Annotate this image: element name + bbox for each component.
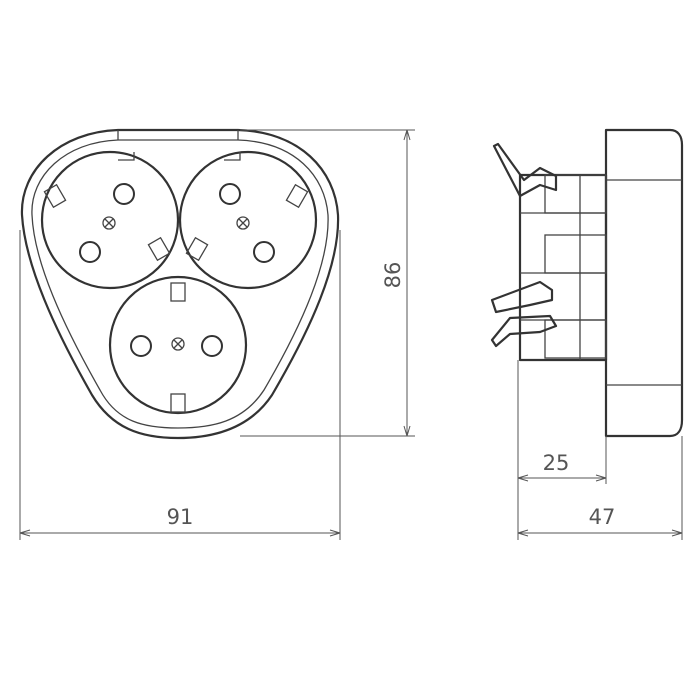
pin-hole: [201, 335, 223, 357]
socket-top-right: [178, 150, 318, 290]
earth-clip: [147, 236, 171, 262]
contact-spring: [490, 314, 558, 348]
socket-notch: [118, 152, 135, 161]
pin-hole: [79, 241, 101, 263]
socket-recess: [40, 150, 180, 290]
total-depth-label: 47: [589, 505, 616, 529]
earth-clip: [170, 282, 186, 302]
width-label: 91: [167, 505, 194, 529]
screw: [236, 216, 250, 230]
earth-clip: [170, 393, 186, 413]
front-view: [20, 128, 340, 440]
mechanism-block: [544, 234, 607, 274]
screw-slot: [173, 339, 183, 349]
screw-slot: [238, 218, 248, 228]
housing-outline: [20, 128, 340, 440]
contact-spring: [492, 142, 558, 198]
earth-clip: [43, 183, 67, 209]
socket-notch: [224, 152, 241, 161]
earth-clip: [185, 236, 209, 262]
pin-hole: [219, 183, 241, 205]
pin-hole: [113, 183, 135, 205]
body-depth-label: 25: [543, 451, 570, 475]
screw-slot: [104, 218, 114, 228]
socket-recess: [108, 275, 248, 415]
contact-spring: [490, 280, 554, 314]
pin-hole: [253, 241, 275, 263]
socket-recess: [178, 150, 318, 290]
mechanism-block: [544, 174, 607, 214]
screw: [102, 216, 116, 230]
height-label: 86: [381, 262, 405, 289]
socket-top-left: [40, 150, 180, 290]
earth-clip: [285, 183, 309, 209]
dimension-lines: [19, 129, 683, 540]
pin-hole: [130, 335, 152, 357]
screw: [171, 337, 185, 351]
cover-profile: [604, 128, 684, 438]
socket-bottom: [108, 275, 248, 415]
side-view: [490, 128, 684, 438]
housing-inner-outline: [31, 139, 329, 429]
